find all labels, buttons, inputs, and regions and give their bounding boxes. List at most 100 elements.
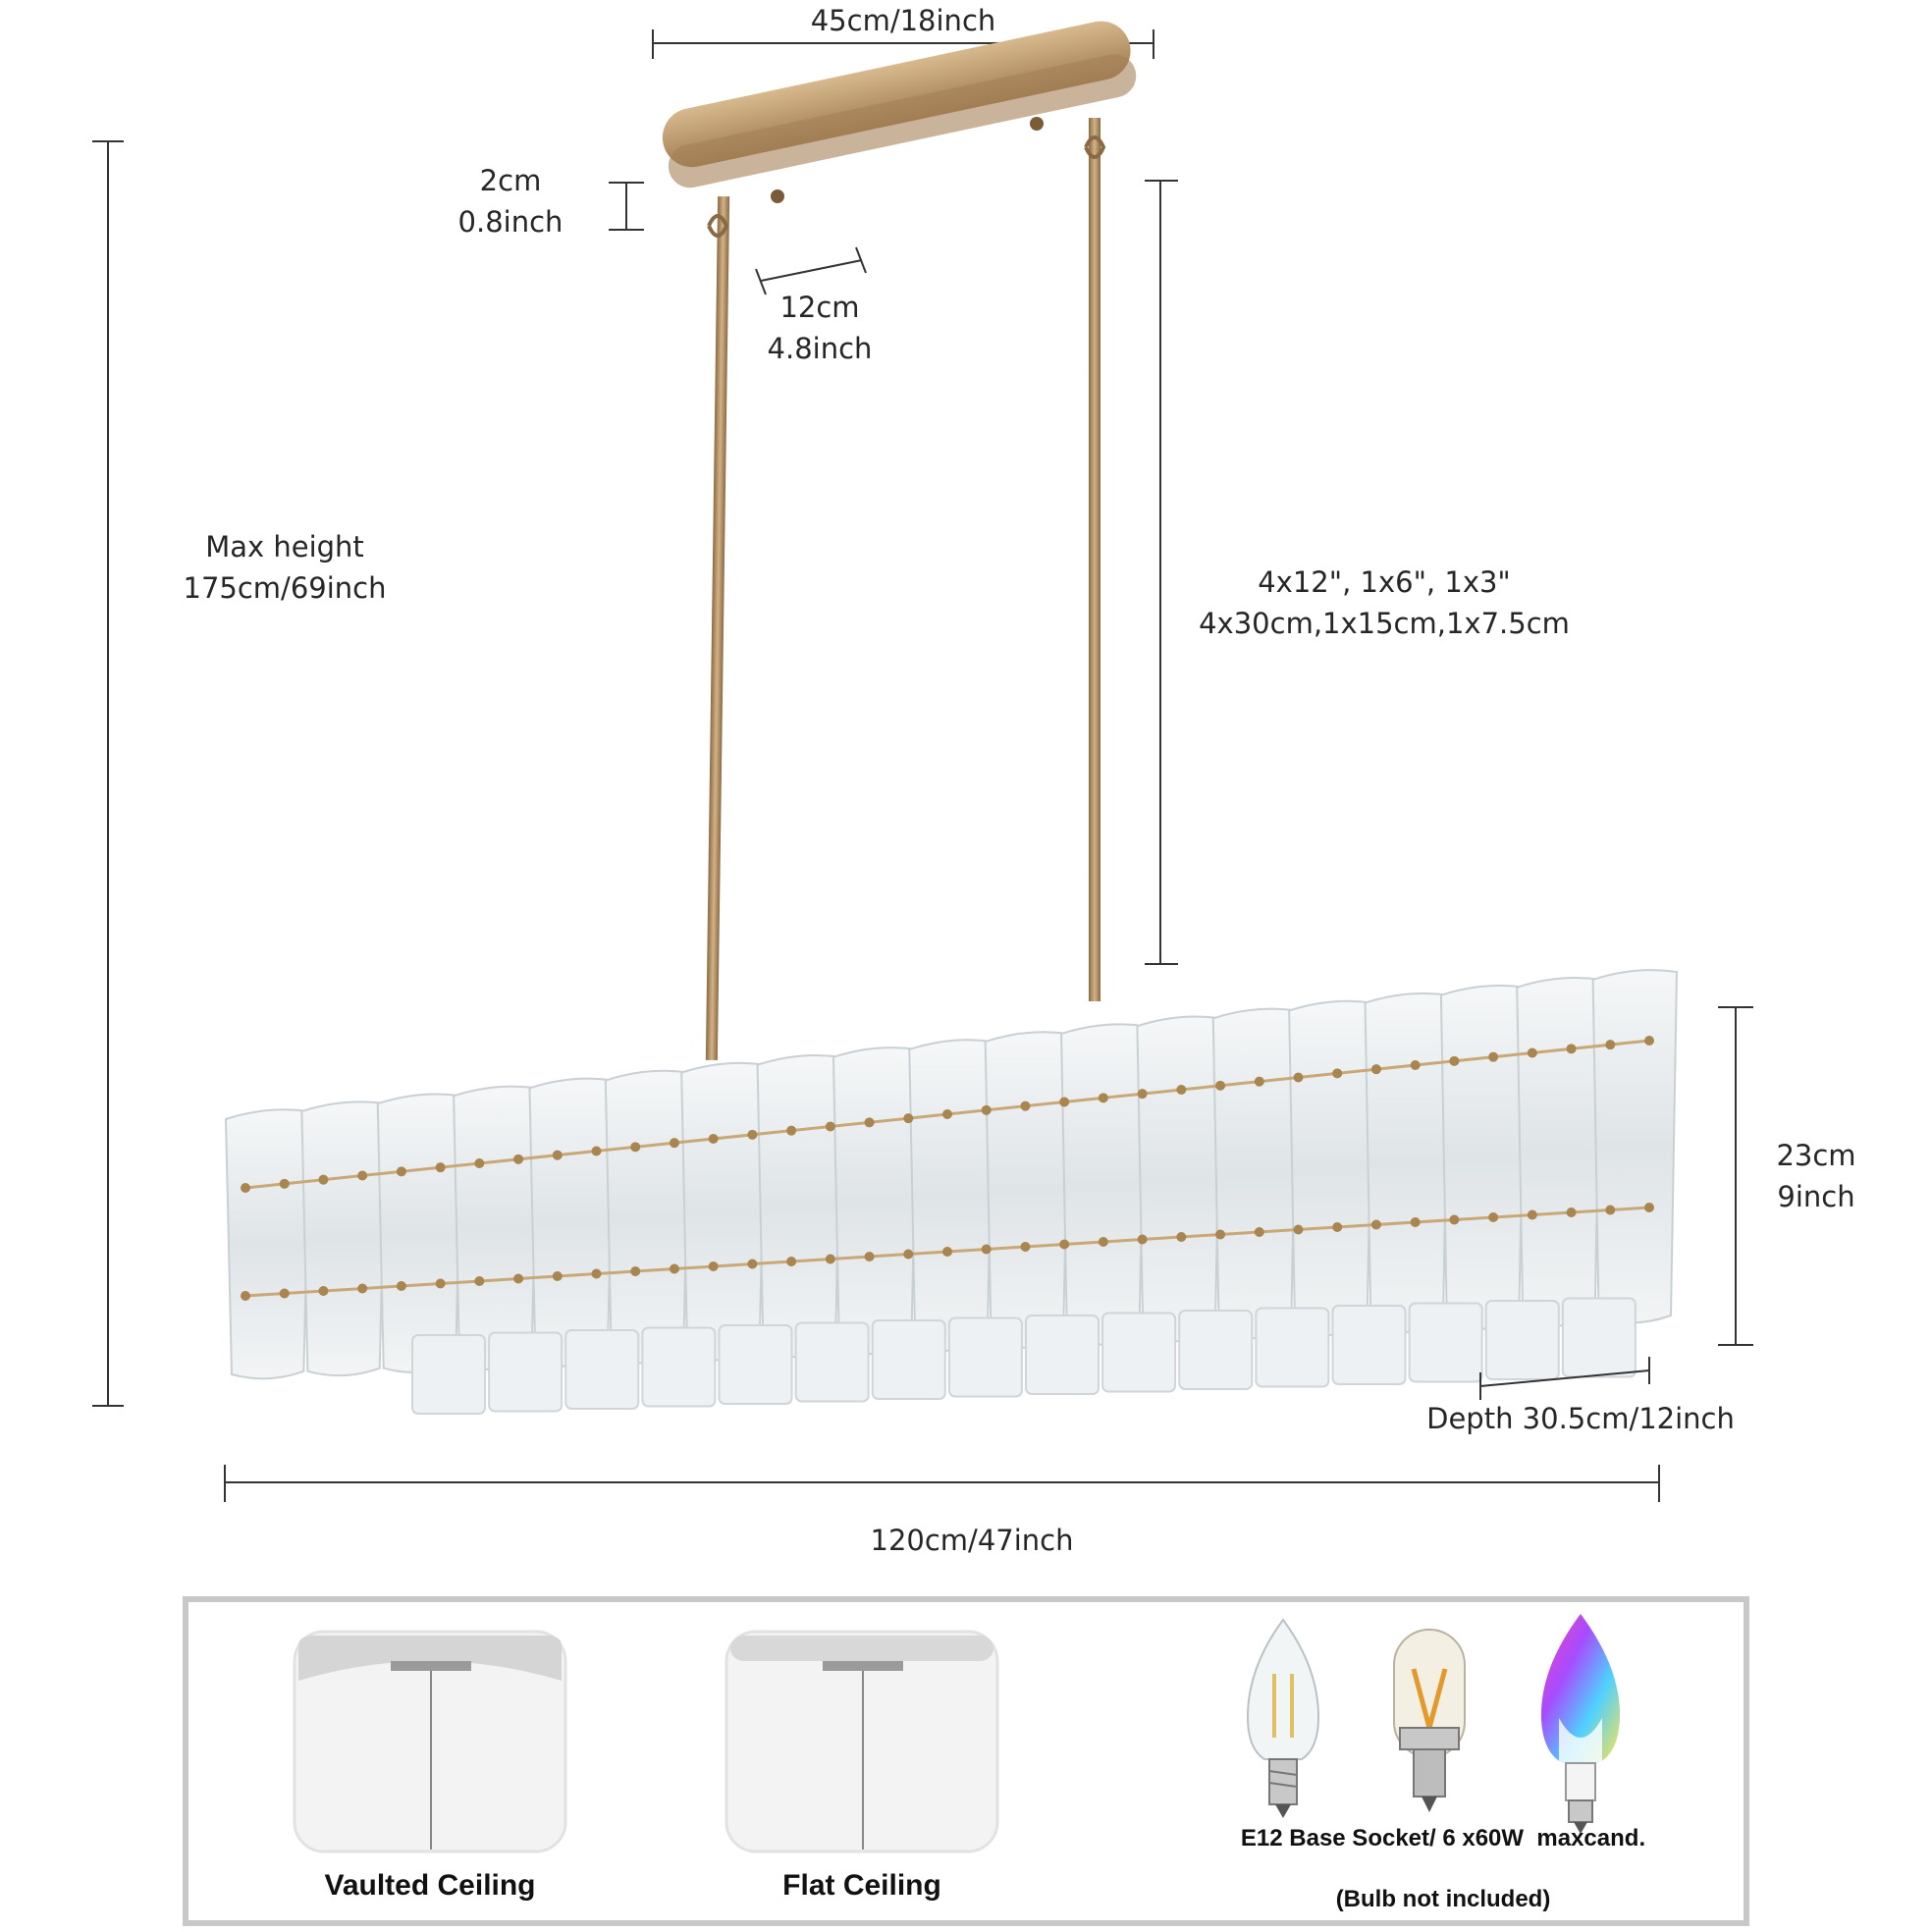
brass-clip — [1605, 1205, 1616, 1215]
glass-panel — [832, 1046, 919, 1356]
glass-panel-lower — [1561, 1297, 1637, 1378]
canopy-depth-inch-label: 4.8inch — [767, 332, 873, 365]
smart-color-bulb-icon — [1540, 1614, 1621, 1834]
brass-clip — [1566, 1044, 1577, 1054]
brass-clip — [1215, 1080, 1226, 1091]
glass-panel-lower — [411, 1334, 486, 1415]
brass-clip — [1527, 1047, 1537, 1058]
glass-panel-lower — [488, 1331, 564, 1413]
glass-panel — [376, 1093, 463, 1373]
brass-clip — [864, 1252, 875, 1261]
glass-panel — [1288, 999, 1374, 1337]
brass-clip — [1176, 1232, 1187, 1242]
rod-lengths-inch-label: 4x12", 1x6", 1x3" — [1258, 565, 1511, 599]
glass-panel-lower — [1101, 1312, 1177, 1393]
brass-clip — [669, 1263, 679, 1274]
flat-ceiling-icon — [724, 1630, 999, 1853]
glass-panel-lower — [1331, 1305, 1407, 1385]
vaulted-ceiling-label: Vaulted Ceiling — [324, 1869, 536, 1902]
brass-clip — [1059, 1097, 1070, 1107]
canopy-width-label: 45cm/18inch — [810, 4, 996, 37]
bulb-note-label: (Bulb not included) — [1335, 1886, 1551, 1912]
brass-clip — [1410, 1060, 1421, 1070]
glass-panel — [680, 1061, 767, 1362]
brass-clip — [903, 1113, 914, 1124]
brass-clip — [435, 1278, 446, 1289]
brass-clip — [435, 1162, 446, 1173]
brass-clip — [1098, 1237, 1108, 1247]
glass-panel — [1211, 1007, 1299, 1340]
brass-clip — [1449, 1055, 1460, 1066]
brass-clip — [1137, 1234, 1148, 1245]
brass-clip — [591, 1268, 602, 1279]
brass-clip — [474, 1276, 485, 1286]
canopy — [662, 21, 1137, 203]
brass-clip — [708, 1134, 719, 1144]
brass-clip — [630, 1142, 641, 1153]
glass-panel-lower — [947, 1316, 1023, 1398]
body-height-cm-label: 23cm — [1776, 1139, 1856, 1172]
canopy-thickness-cm-label: 2cm — [479, 164, 542, 197]
glass-panel — [300, 1100, 387, 1377]
flat-ceiling-label: Flat Ceiling — [782, 1869, 941, 1902]
glass-panel — [984, 1031, 1071, 1349]
tubular-bulb-icon — [1393, 1629, 1466, 1812]
brass-clip — [1293, 1072, 1304, 1083]
glass-panel — [604, 1069, 691, 1365]
max-height-value-label: 175cm/69inch — [183, 571, 387, 605]
glass-panel — [528, 1077, 615, 1368]
brass-clip — [825, 1254, 835, 1264]
brass-clip — [825, 1121, 835, 1132]
brass-clip — [903, 1249, 914, 1260]
glass-panel-lower — [1178, 1310, 1254, 1390]
glass-panel — [1136, 1015, 1222, 1343]
brass-clip — [279, 1288, 290, 1299]
vaulted-ceiling-icon — [293, 1630, 567, 1853]
glass-panel — [1060, 1023, 1147, 1346]
glass-panel — [1364, 992, 1450, 1333]
suspension-rods — [705, 118, 1106, 1061]
brass-clip — [1644, 1203, 1654, 1212]
brass-clip — [1566, 1208, 1577, 1217]
brass-clip — [942, 1109, 952, 1119]
brass-clip — [552, 1150, 563, 1160]
brass-clip — [241, 1291, 250, 1301]
brass-clip — [786, 1257, 797, 1266]
brass-clip — [981, 1104, 992, 1115]
glass-panel-lower — [564, 1329, 640, 1410]
brass-clip — [396, 1281, 406, 1291]
brass-clip — [1488, 1051, 1499, 1062]
brass-clip — [630, 1266, 641, 1276]
brass-clip — [981, 1244, 992, 1255]
canopy-depth-dimension — [755, 246, 867, 295]
brass-clip — [474, 1158, 485, 1168]
rod-length-dimension — [1145, 180, 1178, 965]
brass-clip — [1176, 1085, 1187, 1095]
glass-panel — [224, 1108, 311, 1380]
brass-clip — [708, 1261, 719, 1271]
rod-lengths-cm-label: 4x30cm,1x15cm,1x7.5cm — [1199, 607, 1570, 640]
brass-clip — [318, 1286, 329, 1296]
brass-clip — [591, 1146, 602, 1156]
brass-clip — [747, 1129, 758, 1140]
depth-label: Depth 30.5cm/12inch — [1426, 1402, 1735, 1435]
length-dimension — [224, 1465, 1660, 1502]
brass-clip — [1370, 1064, 1381, 1075]
brass-clip — [747, 1259, 758, 1269]
brass-clip — [1254, 1076, 1264, 1087]
glass-panel-lower — [1484, 1300, 1560, 1380]
glass-panel-lower — [1025, 1315, 1100, 1395]
brass-clip — [1254, 1227, 1264, 1237]
brass-clip — [1020, 1100, 1031, 1111]
max-height-title-label: Max height — [205, 530, 364, 564]
glass-panel-lower — [871, 1319, 946, 1400]
brass-clip — [357, 1283, 368, 1294]
glass-panel — [908, 1039, 994, 1352]
glass-panel-lower — [1408, 1302, 1483, 1383]
brass-clip — [513, 1154, 524, 1164]
brass-clip — [1059, 1239, 1070, 1250]
glass-panel — [1516, 977, 1602, 1327]
glass-panel — [1591, 969, 1679, 1324]
brass-clip — [279, 1178, 290, 1189]
